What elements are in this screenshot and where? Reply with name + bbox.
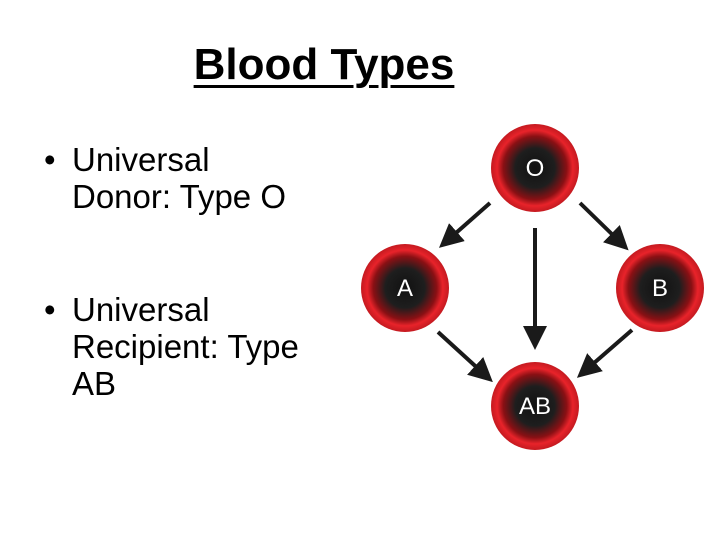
blood-type-node-o: O: [491, 124, 579, 212]
node-label: A: [397, 275, 413, 302]
blood-cell-icon: [491, 362, 579, 450]
blood-type-node-a: A: [361, 244, 449, 332]
bullet-marker: •: [44, 290, 56, 328]
bullet-line: Donor: Type O: [72, 177, 287, 215]
bullet-line: AB: [72, 364, 117, 402]
blood-cell-icon: [491, 124, 579, 212]
blood-type-node-b: B: [616, 244, 704, 332]
arrow-a-to-ab: [436, 330, 493, 383]
bullet-line: Universal: [72, 290, 210, 328]
bullet-line: Recipient: Type: [72, 327, 299, 365]
blood-cell-icon: [616, 244, 704, 332]
blood-type-node-ab: AB: [491, 362, 579, 450]
arrow-b-to-ab: [576, 328, 634, 378]
node-label: B: [652, 275, 668, 302]
bullet-marker: •: [44, 141, 56, 178]
slide-title: Blood Types: [193, 40, 455, 89]
blood-cell-icon: [361, 244, 449, 332]
node-label: O: [526, 155, 545, 182]
arrow-o-to-a: [438, 201, 492, 248]
node-label: AB: [519, 393, 551, 420]
bullet-list: • Universal Donor: Type O • Universal Re…: [44, 141, 374, 403]
arrow-o-to-b: [578, 201, 629, 251]
arrow-layer: [436, 201, 634, 383]
bullet-universal-donor: • Universal Donor: Type O: [44, 141, 374, 216]
bullet-universal-recipient: • Universal Recipient: Type AB: [44, 290, 374, 403]
bullet-line: Universal: [72, 141, 210, 178]
